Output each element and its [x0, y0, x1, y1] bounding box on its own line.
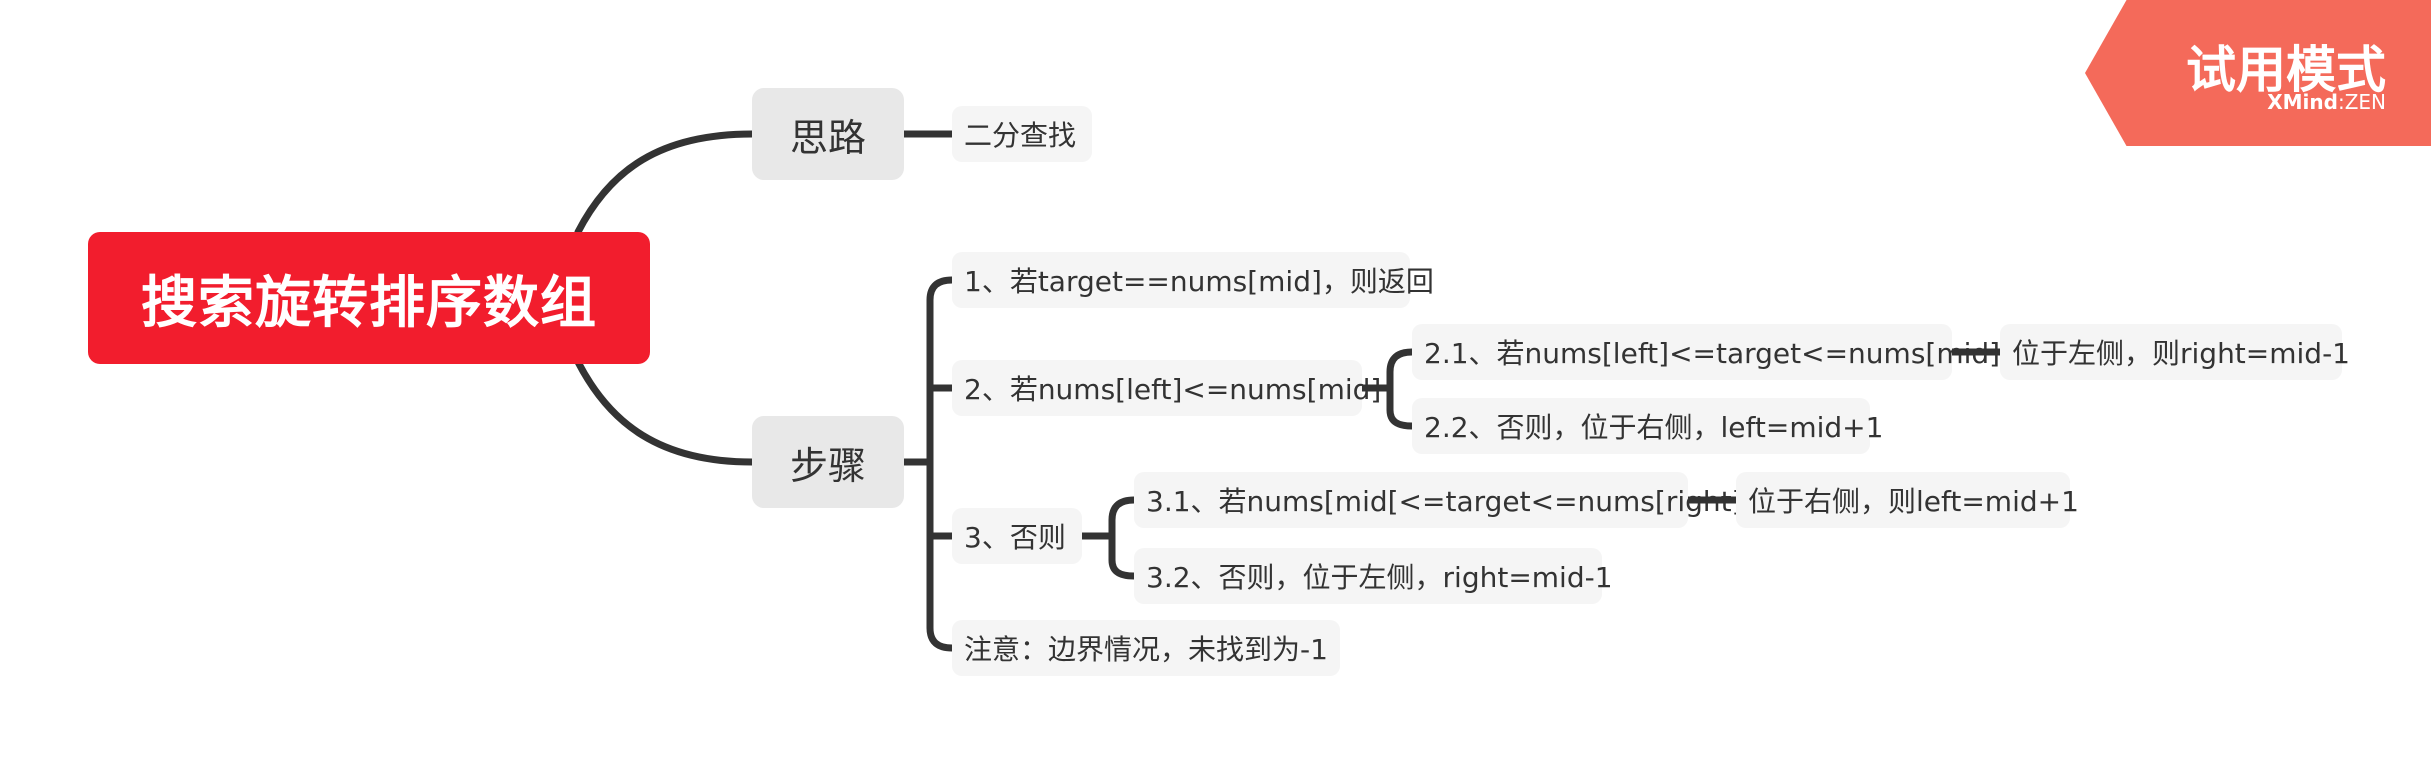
xmind-brand-main: XMind: [2267, 90, 2338, 114]
subtopic-binary-search-label: 二分查找: [964, 119, 1077, 152]
root-topic-label: 搜索旋转排序数组: [141, 270, 597, 336]
subtopic-binary-search[interactable]: 二分查找: [952, 106, 1092, 162]
topic-steps-label: 步骤: [789, 443, 866, 488]
subtopic-step-2-1[interactable]: 2.1、若nums[left]<=target<=nums[mid]: [1412, 324, 2000, 380]
topic-idea-label: 思路: [789, 115, 866, 160]
subtopic-step-1-label: 1、若target==nums[mid]，则返回: [964, 265, 1434, 298]
edge-root-steps: [574, 358, 756, 466]
subtopic-note-label: 注意：边界情况，未找到为-1: [964, 633, 1328, 666]
trial-mode-title: 试用模式: [2186, 41, 2386, 99]
subtopic-step-3-2-label: 3.2、否则，位于左侧，right=mid-1: [1146, 561, 1613, 594]
edge-step2-bracket: [1358, 348, 1416, 430]
subtopic-note[interactable]: 注意：边界情况，未找到为-1: [952, 620, 1340, 676]
root-topic[interactable]: 搜索旋转排序数组: [88, 232, 650, 364]
topic-steps[interactable]: 步骤: [752, 416, 904, 508]
edge-steps-bracket: [900, 276, 956, 652]
subtopic-step-1[interactable]: 1、若target==nums[mid]，则返回: [952, 252, 1434, 308]
subtopic-step-3[interactable]: 3、否则: [952, 508, 1082, 564]
subtopic-step-3-1[interactable]: 3.1、若nums[mid[<=target<=nums[right]: [1134, 472, 1743, 528]
subtopic-step-2[interactable]: 2、若nums[left]<=nums[mid]: [952, 360, 1381, 416]
subtopic-step-2-2-label: 2.2、否则，位于右侧，left=mid+1: [1424, 411, 1884, 444]
edge-step3-bracket: [1078, 496, 1138, 580]
xmind-brand-separator: :: [2337, 90, 2345, 114]
subtopic-step-3-1-label: 3.1、若nums[mid[<=target<=nums[right]: [1146, 485, 1743, 518]
subtopic-step-3-2[interactable]: 3.2、否则，位于左侧，right=mid-1: [1134, 548, 1613, 604]
xmind-brand-edition: ZEN: [2344, 90, 2386, 114]
subtopic-step-3-1-result-label: 位于右侧，则left=mid+1: [1748, 485, 2079, 518]
subtopic-step-2-1-result-label: 位于左侧，则right=mid-1: [2012, 337, 2350, 370]
subtopic-step-2-1-result[interactable]: 位于左侧，则right=mid-1: [2000, 324, 2350, 380]
subtopic-step-2-label: 2、若nums[left]<=nums[mid]: [964, 373, 1382, 406]
xmind-brand: XMind:ZEN: [2267, 90, 2386, 114]
subtopic-step-3-1-result[interactable]: 位于右侧，则left=mid+1: [1736, 472, 2079, 528]
trial-mode-badge[interactable]: 试用模式 XMind:ZEN: [2085, 0, 2431, 146]
subtopic-step-3-label: 3、否则: [964, 521, 1066, 554]
topic-idea[interactable]: 思路: [752, 88, 904, 180]
subtopic-step-2-2[interactable]: 2.2、否则，位于右侧，left=mid+1: [1412, 398, 1883, 454]
edge-root-idea: [574, 130, 756, 236]
subtopic-step-2-1-label: 2.1、若nums[left]<=target<=nums[mid]: [1424, 337, 2001, 370]
